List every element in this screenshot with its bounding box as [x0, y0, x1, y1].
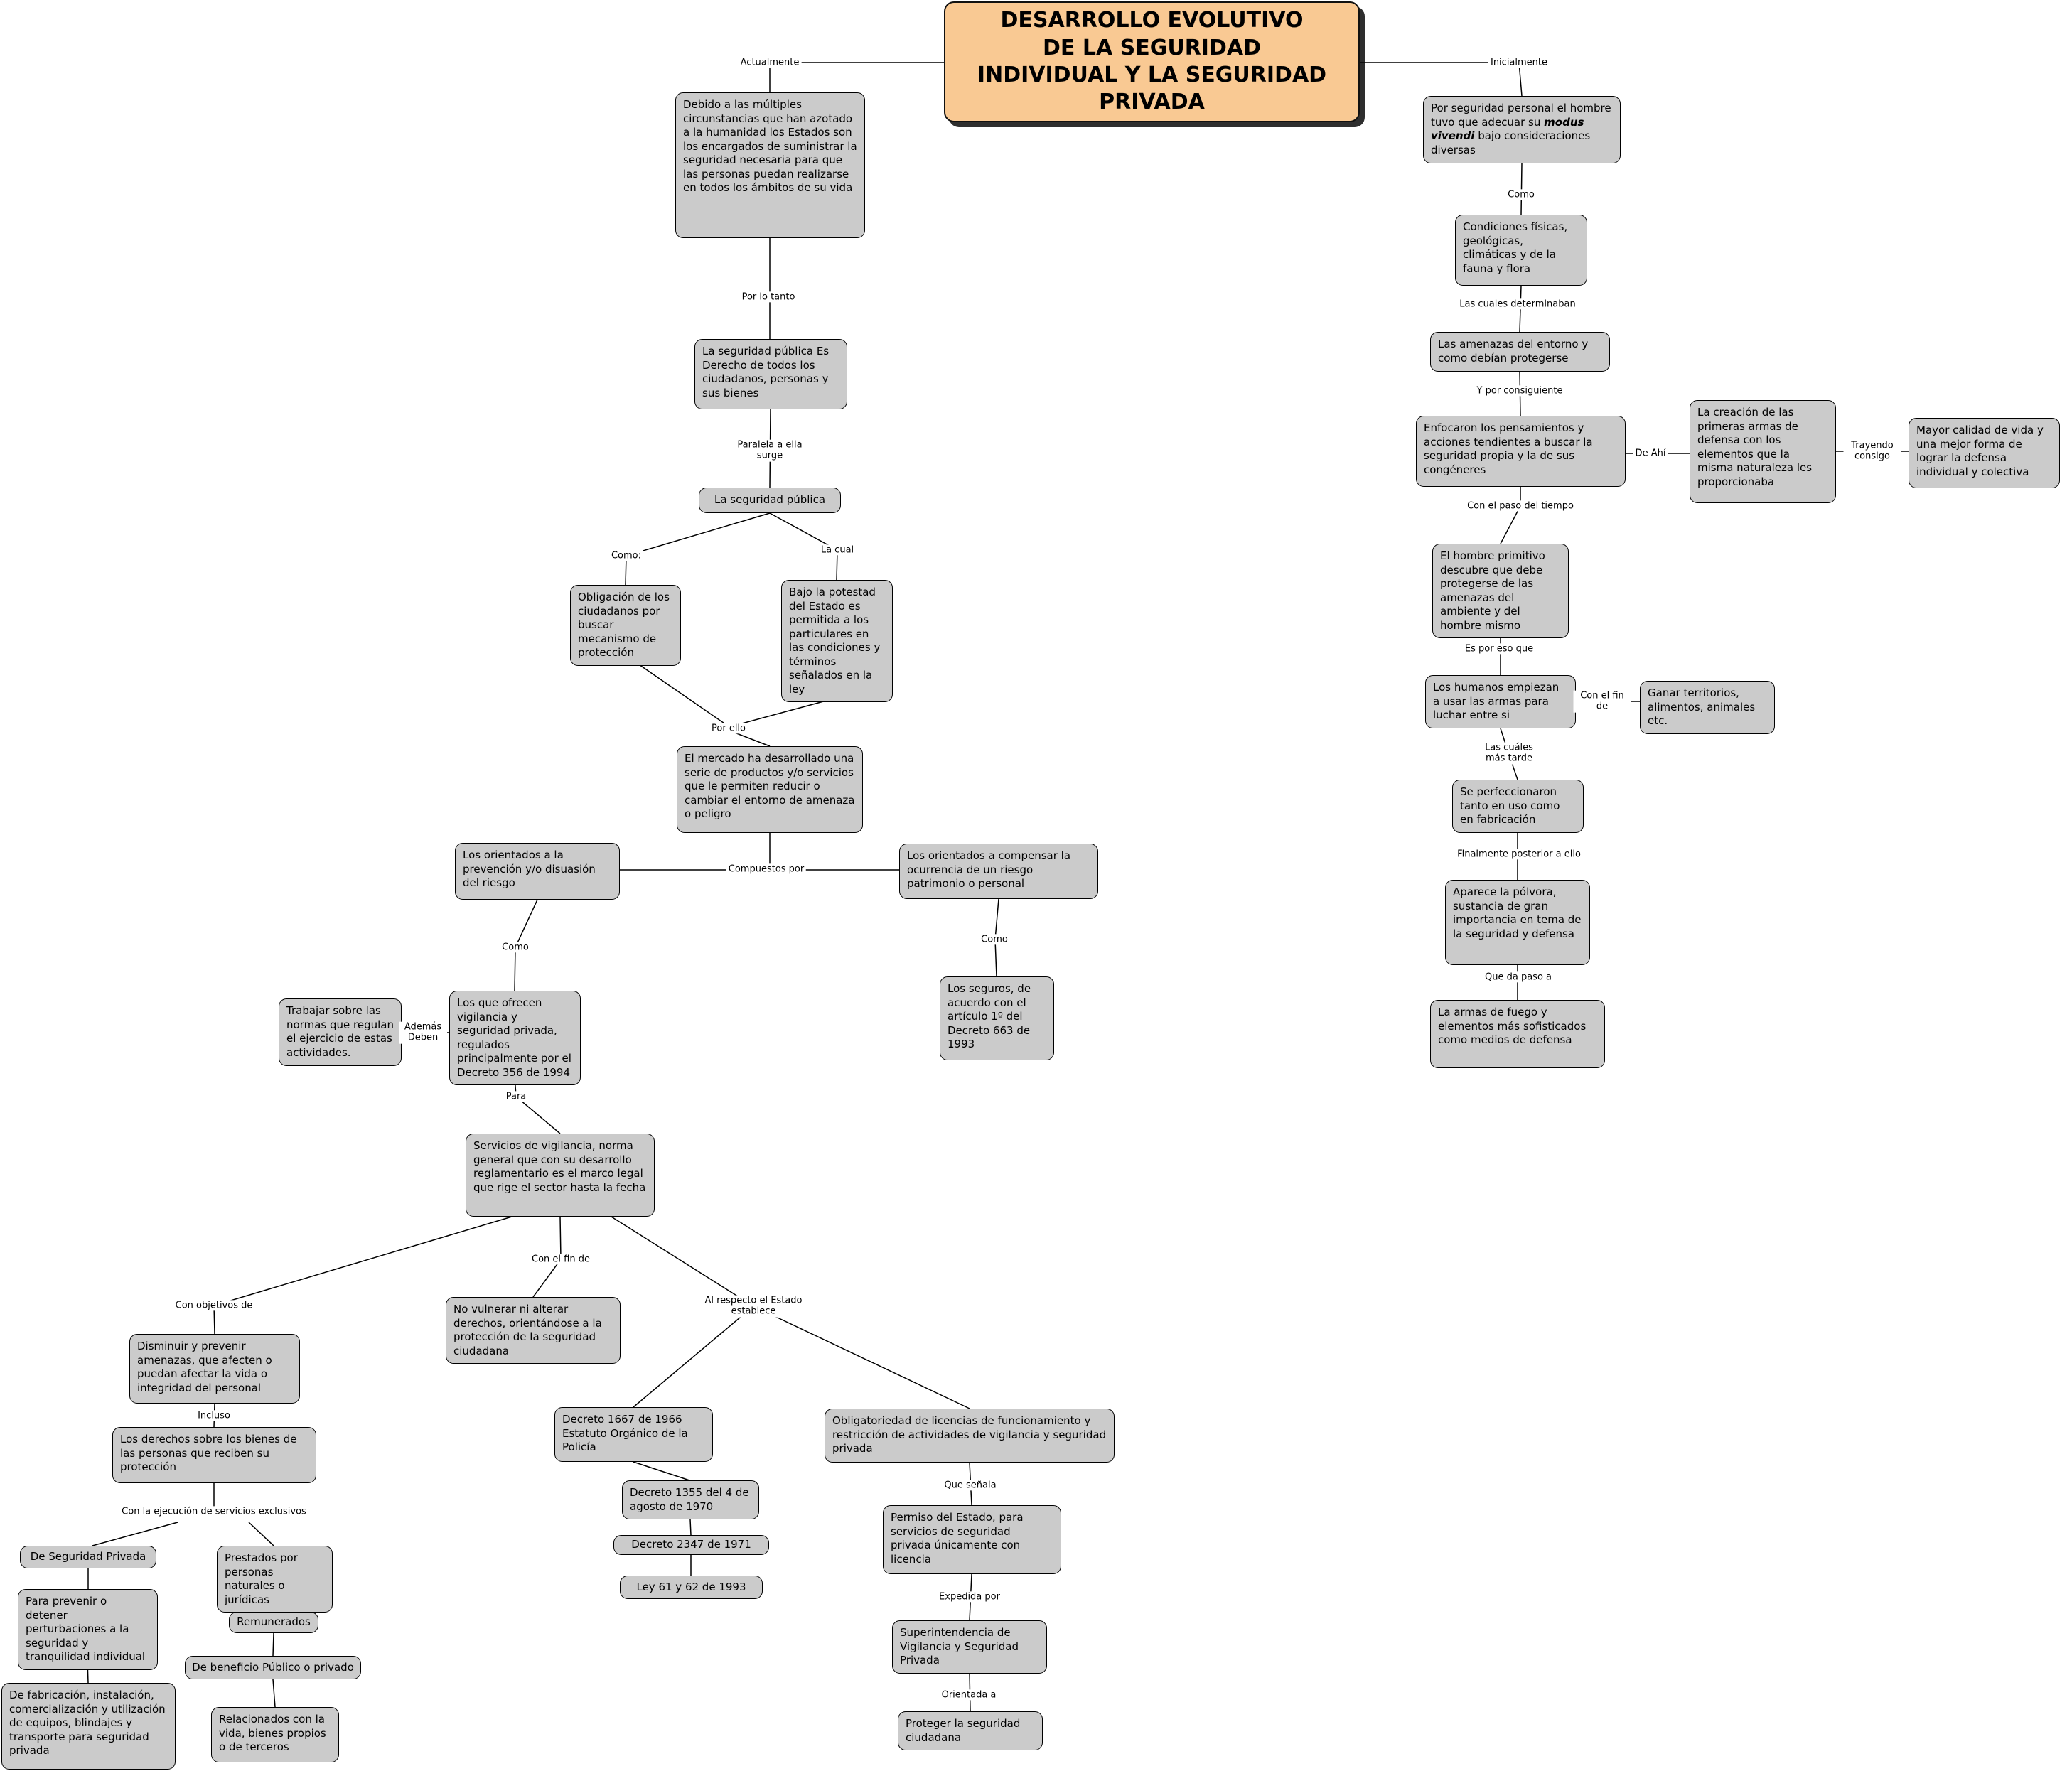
map-title-line: INDIVIDUAL Y LA SEGURIDAD	[977, 63, 1327, 87]
link-label-que-senala: Que señala	[942, 1480, 999, 1491]
concept-vigilancia-decreto-356: Los que ofrecen vigilancia y seguridad p…	[449, 991, 581, 1085]
concept-remunerados: Remunerados	[229, 1612, 318, 1633]
concept-decreto-2347: Decreto 2347 de 1971	[613, 1535, 769, 1555]
concept-obligatoriedad-licencias: Obligatoriedad de licencias de funcionam…	[825, 1409, 1115, 1463]
link-label-como: Como	[1505, 189, 1537, 200]
concept-modus-vivendi: Por seguridad personal el hombre tuvo qu…	[1423, 96, 1621, 163]
link-label-inicialmente: Inicialmente	[1488, 57, 1550, 68]
link-label-que-da-paso-a: Que da paso a	[1483, 971, 1554, 983]
concept-derechos-sobre-bienes: Los derechos sobre los bienes de las per…	[112, 1427, 316, 1483]
link-label-con-la-ejecucion: Con la ejecución de servicios exclusivos	[119, 1506, 308, 1517]
concept-decreto-1355: Decreto 1355 del 4 de agosto de 1970	[622, 1480, 759, 1519]
link-label-por-ello: Por ello	[709, 723, 748, 734]
link-label-las-cuales-determinaban: Las cuales determinaban	[1457, 298, 1578, 310]
concept-estados-suministran-seguridad: Debido a las múltiples circunstancias qu…	[675, 92, 865, 238]
concept-orientados-compensar: Los orientados a compensar la ocurrencia…	[899, 844, 1098, 899]
link-label-como: Como	[979, 934, 1010, 945]
link-label-para: Para	[503, 1091, 529, 1102]
link-label-incluso: Incluso	[195, 1410, 232, 1421]
concept-humanos-usan-armas: Los humanos empiezan a usar las armas pa…	[1425, 675, 1576, 728]
link-label-actualmente: Actualmente	[738, 57, 802, 68]
concept-modus-vivendi-post: bajo consideraciones diversas	[1431, 129, 1591, 156]
concept-aparece-la-polvora: Aparece la pólvora, sustancia de gran im…	[1445, 880, 1590, 965]
concept-fabricacion-instalacion: De fabricación, instalación, comercializ…	[1, 1683, 176, 1770]
concept-decreto-1667: Decreto 1667 de 1966 Estatuto Orgánico d…	[554, 1407, 713, 1462]
map-title: DESARROLLO EVOLUTIVO DE LA SEGURIDAD IND…	[944, 1, 1360, 122]
link-label-como: Como	[500, 942, 531, 953]
link-label-es-por-eso-que: Es por eso que	[1462, 643, 1536, 655]
concept-disminuir-prevenir-amenazas: Disminuir y prevenir amenazas, que afect…	[129, 1334, 300, 1404]
concept-seguros-decreto-663: Los seguros, de acuerdo con el artículo …	[940, 976, 1054, 1060]
concept-relacionados-con-la-vida: Relacionados con la vida, bienes propios…	[211, 1707, 339, 1762]
link-label-trayendo-consigo: Trayendo consigo	[1843, 440, 1901, 463]
concept-orientados-prevencion: Los orientados a la prevención y/o disua…	[455, 843, 620, 900]
concept-amenazas-del-entorno: Las amenazas del entorno y como debían p…	[1430, 332, 1610, 372]
concept-superintendencia: Superintendencia de Vigilancia y Segurid…	[892, 1620, 1047, 1674]
link-label-la-cual: La cual	[818, 544, 857, 556]
concept-prevenir-detener-perturbaciones: Para prevenir o detener perturbaciones a…	[18, 1589, 158, 1670]
link-label-y-por-consiguiente: Y por consiguiente	[1474, 385, 1565, 397]
concept-enfocaron-pensamientos: Enfocaron los pensamientos y acciones te…	[1416, 416, 1626, 487]
link-label-finalmente-posterior: Finalmente posterior a ello	[1455, 849, 1583, 860]
concept-creacion-primeras-armas: La creación de las primeras armas de def…	[1690, 400, 1836, 503]
link-label-con-el-fin-de: Con el fin de	[1573, 690, 1631, 713]
concept-trabajar-sobre-normas: Trabajar sobre las normas que regulan el…	[279, 998, 402, 1066]
link-label-paralela-a-ella-surge: Paralela a ella surge	[734, 439, 806, 462]
concept-ley-61-62: Ley 61 y 62 de 1993	[620, 1576, 763, 1599]
concept-potestad-del-estado: Bajo la potestad del Estado es permitida…	[781, 580, 893, 702]
concept-obligacion-ciudadanos: Obligación de los ciudadanos por buscar …	[570, 585, 681, 666]
link-label-las-cuales-mas-tarde: Las cuáles más tarde	[1476, 742, 1542, 765]
concept-hombre-primitivo: El hombre primitivo descubre que debe pr…	[1432, 544, 1569, 638]
map-title-line: PRIVADA	[1099, 90, 1205, 115]
concept-mayor-calidad-de-vida: Mayor calidad de vida y una mejor forma …	[1909, 418, 2060, 488]
concept-permiso-del-estado: Permiso del Estado, para servicios de se…	[883, 1505, 1061, 1574]
concept-de-seguridad-privada: De Seguridad Privada	[20, 1546, 156, 1568]
concept-modus-vivendi-emphasis: modus vivendi	[1431, 115, 1584, 143]
link-label-al-respecto-el-estado: Al respecto el Estado establece	[694, 1295, 812, 1318]
concept-modus-vivendi-pre: Por seguridad personal el hombre tuvo qu…	[1431, 102, 1611, 129]
link-label-con-el-fin-de: Con el fin de	[530, 1254, 592, 1265]
concept-condiciones-fisicas: Condiciones físicas, geológicas, climáti…	[1455, 215, 1587, 286]
concept-proteger-seguridad-ciudadana: Proteger la seguridad ciudadana	[898, 1711, 1043, 1750]
link-label-compuestos-por: Compuestos por	[726, 863, 807, 875]
concept-mercado-productos-servicios: El mercado ha desarrollado una serie de …	[677, 746, 863, 833]
concept-ganar-territorios: Ganar territorios, alimentos, animales e…	[1640, 681, 1775, 734]
concept-la-seguridad-publica: La seguridad pública	[699, 488, 841, 513]
link-label-expedida-por: Expedida por	[937, 1591, 1002, 1603]
link-label-ademas-deben: Además Deben	[399, 1021, 447, 1044]
concept-no-vulnerar-derechos: No vulnerar ni alterar derechos, orientá…	[446, 1297, 621, 1364]
link-label-con-objetivos-de: Con objetivos de	[173, 1300, 255, 1311]
concept-armas-de-fuego: La armas de fuego y elementos más sofist…	[1430, 1000, 1605, 1068]
link-label-por-lo-tanto: Por lo tanto	[739, 291, 798, 303]
link-label-orientada-a: Orientada a	[939, 1689, 999, 1701]
map-title-line: DESARROLLO EVOLUTIVO	[1000, 8, 1304, 33]
link-label-de-ahi: De Ahí	[1633, 448, 1668, 459]
map-title-line: DE LA SEGURIDAD	[1043, 35, 1261, 60]
concept-prestados-por-personas: Prestados por personas naturales o juríd…	[217, 1546, 333, 1613]
concept-servicios-de-vigilancia: Servicios de vigilancia, norma general q…	[466, 1134, 655, 1217]
link-label-con-el-paso-del-tiempo: Con el paso del tiempo	[1465, 500, 1576, 512]
concept-beneficio-publico-privado: De beneficio Público o privado	[185, 1656, 361, 1679]
link-label-como: Como:	[608, 550, 644, 561]
concept-seguridad-publica-derecho: La seguridad pública Es Derecho de todos…	[694, 339, 847, 409]
concept-se-perfeccionaron: Se perfeccionaron tanto en uso como en f…	[1452, 780, 1584, 833]
